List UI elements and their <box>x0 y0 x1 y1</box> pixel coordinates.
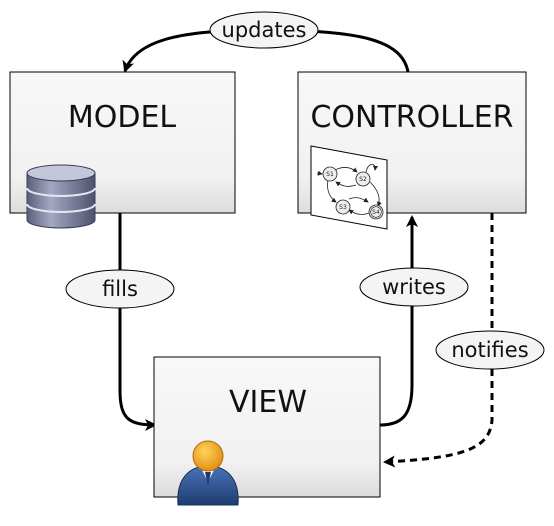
fills-label: fills <box>102 277 138 301</box>
model-box: MODEL <box>9 71 236 214</box>
notifies-arrow <box>383 213 494 468</box>
state-s2 <box>355 171 371 187</box>
fills-arrow <box>118 213 157 431</box>
state-s1 <box>322 166 338 182</box>
writes-label: writes <box>382 275 446 299</box>
state-s2-label: S2 <box>359 176 367 183</box>
notifies-label: notifies <box>451 338 528 362</box>
updates-label: updates <box>222 18 307 42</box>
user-icon <box>177 440 239 506</box>
view-title: VIEW <box>229 385 307 420</box>
notifies-label-bubble: notifies <box>435 330 545 370</box>
updates-label-bubble: updates <box>209 11 319 49</box>
writes-arrow <box>379 215 418 427</box>
state-s4 <box>368 204 384 220</box>
fills-label-bubble: fills <box>65 269 175 309</box>
database-icon <box>26 164 96 229</box>
controller-title: CONTROLLER <box>310 100 513 135</box>
state-s3-label: S3 <box>339 204 347 211</box>
writes-label-bubble: writes <box>359 267 469 307</box>
state-s3 <box>335 199 351 215</box>
state-s1-label: S1 <box>326 171 334 178</box>
state-machine-icon: S1 S2 S3 S4 <box>310 145 388 230</box>
model-title: MODEL <box>68 100 177 135</box>
state-s4-label: S4 <box>372 209 380 216</box>
